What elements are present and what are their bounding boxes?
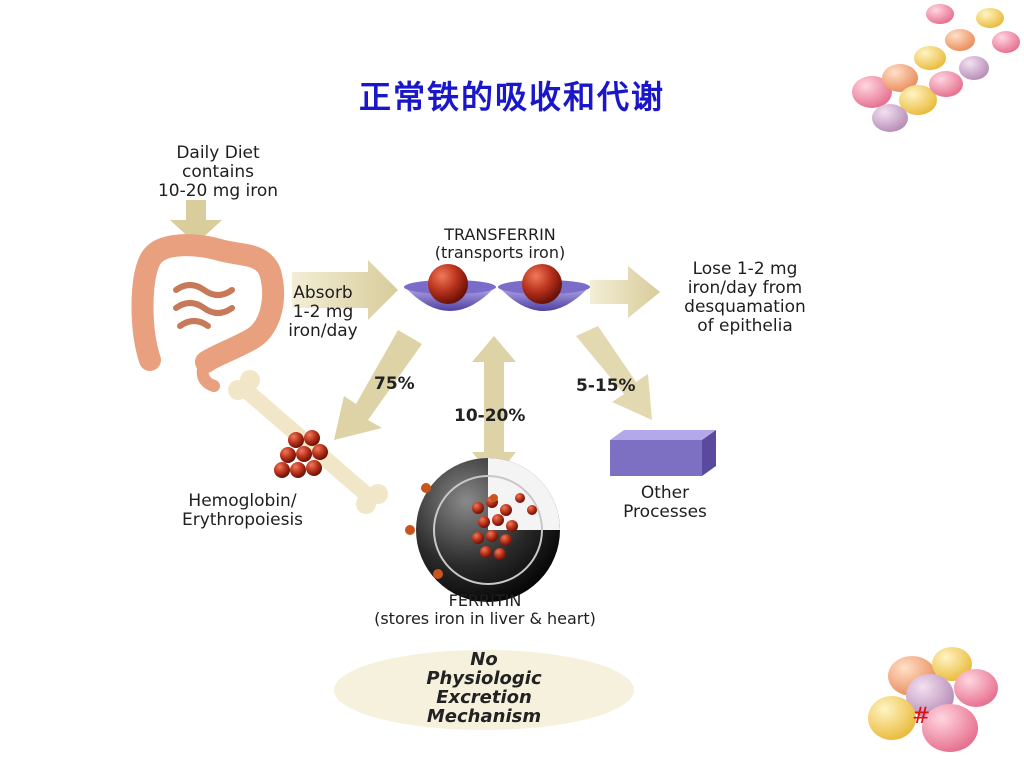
pct-hemoglobin-label: 75% <box>374 374 415 394</box>
no-excretion-glow <box>334 650 634 730</box>
absorb-label: Absorb 1-2 mg iron/day <box>288 283 358 341</box>
arrow-lose <box>590 266 660 318</box>
candy-eggs-bottom-right-icon <box>868 647 998 752</box>
lose-iron-label: Lose 1-2 mg iron/day from desquamation o… <box>684 259 806 336</box>
daily-diet-label: Daily Diet contains 10-20 mg iron <box>157 143 279 201</box>
no-excretion-label: No Physiologic Excretion Mechanism <box>426 649 542 727</box>
intestine-icon <box>131 234 284 392</box>
page-number: # <box>912 704 931 729</box>
iron-cluster-icon <box>274 430 328 478</box>
box-icon <box>610 430 716 476</box>
pct-ferritin-label: 10-20% <box>454 406 526 426</box>
transferrin-icon <box>404 264 590 311</box>
arrow-absorb <box>292 260 398 320</box>
page-title: 正常铁的吸收和代谢 <box>358 78 665 116</box>
arrow-ferritin-bidirectional <box>472 336 516 480</box>
candy-eggs-top-right-icon <box>852 4 1020 132</box>
transferrin-label: TRANSFERRIN (transports iron) <box>434 225 566 262</box>
other-processes-label: Other Processes <box>623 483 707 522</box>
pct-other-label: 5-15% <box>576 376 636 396</box>
arrow-to-other <box>576 326 652 420</box>
hemoglobin-label: Hemoglobin/ Erythropoiesis <box>181 491 304 530</box>
ferritin-icon <box>405 458 560 602</box>
arrow-diet-down <box>170 200 222 244</box>
ferritin-label: FERRITIN (stores iron in liver & heart) <box>374 591 596 628</box>
arrow-to-hemoglobin <box>334 330 422 440</box>
